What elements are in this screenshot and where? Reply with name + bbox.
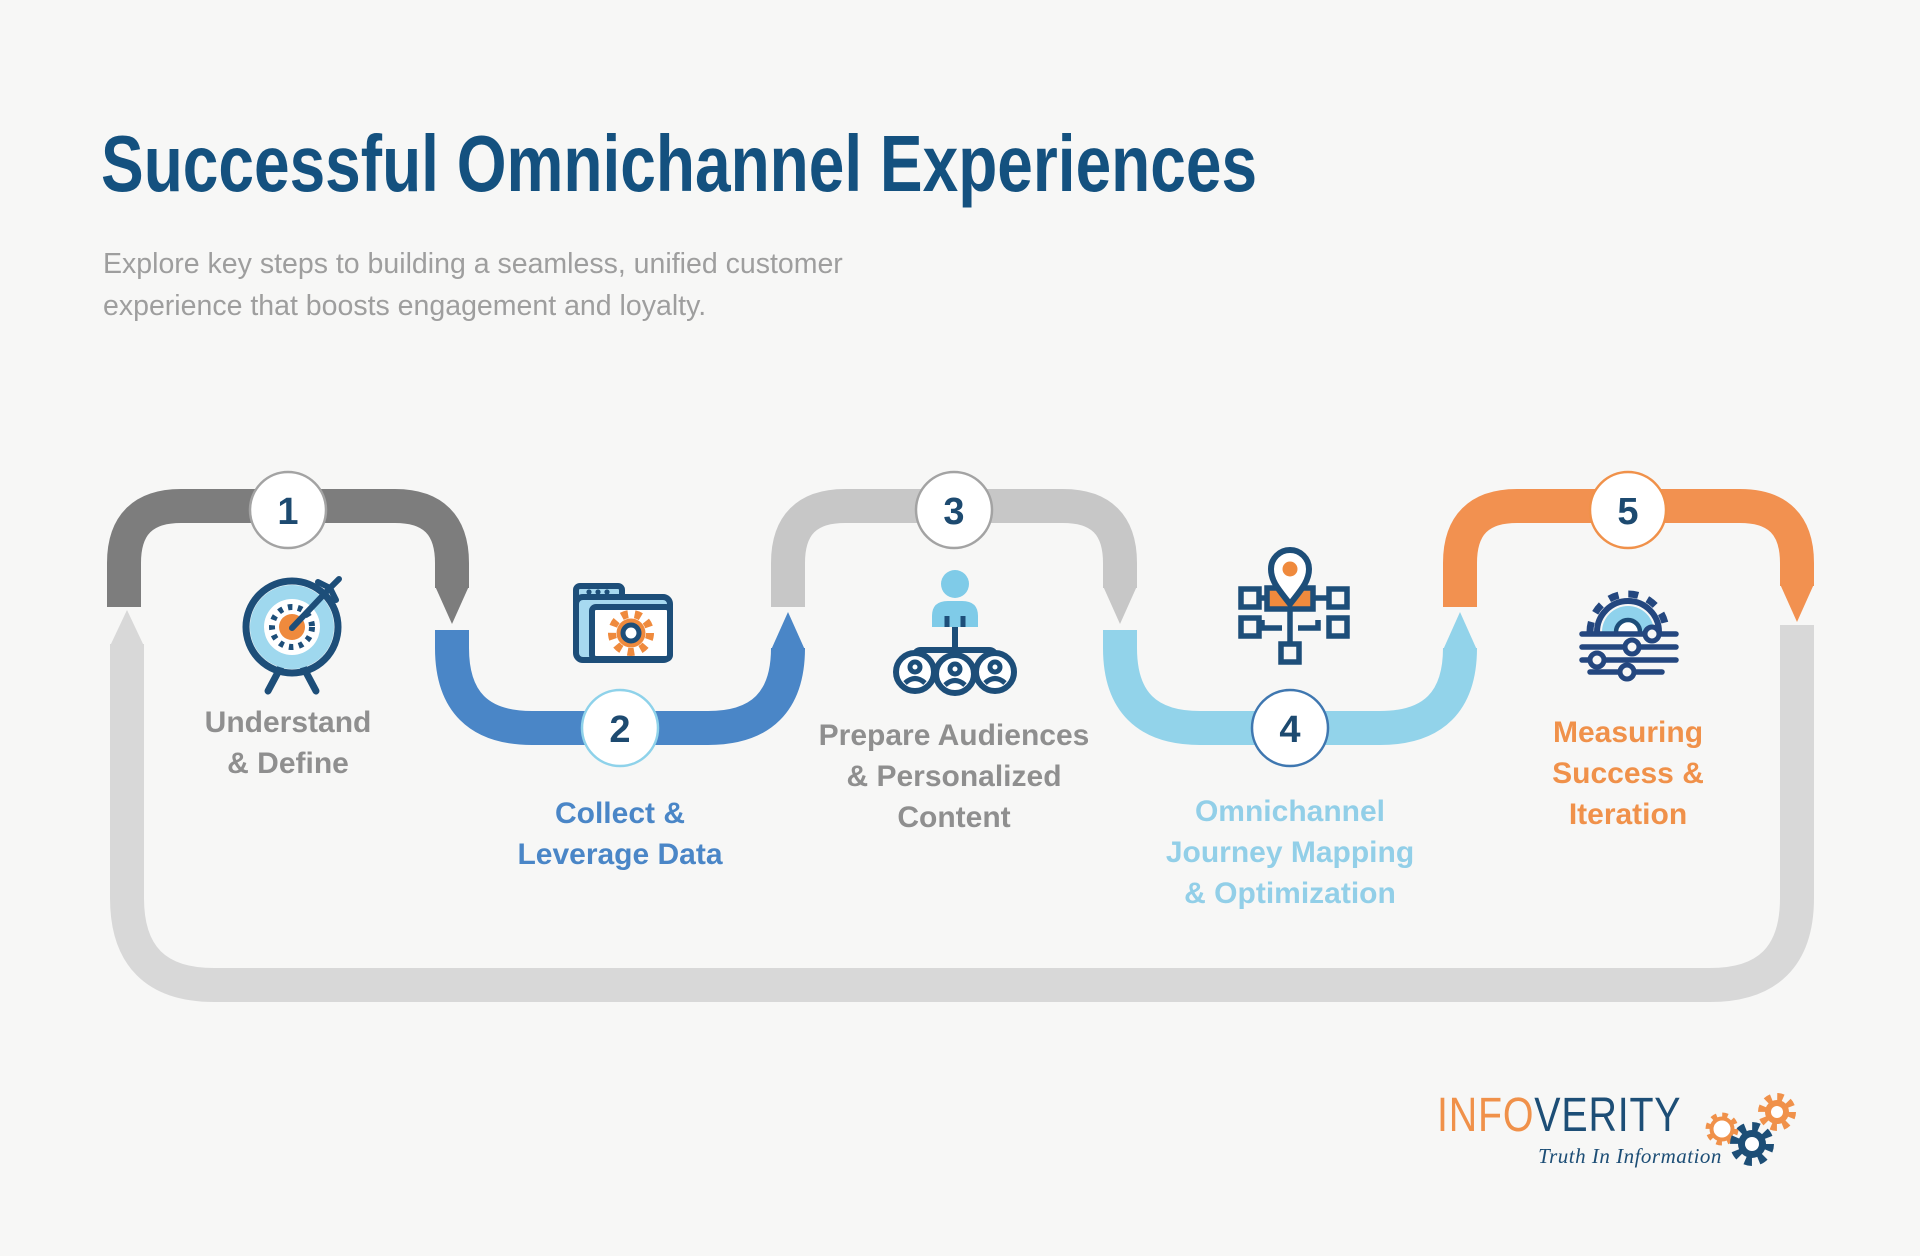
folder-gear-icon — [573, 583, 673, 663]
step5-number-badge: 5 — [1588, 470, 1668, 550]
step3-label-line: & Personalized — [846, 760, 1062, 793]
step3-label: Prepare Audiences & Personalized Content — [754, 715, 1154, 838]
step2-label-line: Collect & — [554, 797, 686, 830]
step4-path — [1103, 612, 1477, 745]
step3-number: 3 — [943, 491, 964, 533]
step5-label-line: Success & — [1552, 757, 1704, 790]
step5-label-line: Measuring — [1552, 716, 1704, 749]
step5-label-line: Iteration — [1568, 798, 1688, 831]
step3-label-line: Content — [897, 801, 1011, 834]
step1-label-line: Understand — [204, 706, 372, 739]
brand-logo: INFOVERITY — [1437, 1092, 1681, 1140]
step1-label-line: & Define — [227, 747, 349, 780]
step4-number-badge: 4 — [1250, 688, 1330, 768]
brand-tagline: Truth In Information — [1538, 1144, 1722, 1168]
page-title: Successful Omnichannel Experiences — [101, 119, 1258, 208]
step5-label: Measuring Success & Iteration — [1428, 712, 1828, 835]
step5-number: 5 — [1617, 491, 1638, 533]
step3-label-line: Prepare Audiences — [818, 719, 1090, 752]
step4-number: 4 — [1279, 709, 1300, 751]
subtitle-line: Explore key steps to building a seamless… — [103, 248, 843, 280]
step5-down-arrow-icon — [1780, 584, 1814, 622]
brand-logo-verity: VERITY — [1534, 1089, 1682, 1142]
journey-sitemap-icon — [1238, 547, 1350, 665]
step4-label-line: & Optimization — [1184, 877, 1396, 910]
step2-up-arrow-icon — [771, 612, 805, 650]
step2-label: Collect & Leverage Data — [420, 793, 820, 875]
brand-logo-info: INFO — [1437, 1089, 1535, 1142]
return-loop-path — [110, 610, 1814, 1002]
step2-number-badge: 2 — [580, 688, 660, 768]
step2-label-line: Leverage Data — [517, 838, 723, 871]
step2-number: 2 — [609, 709, 630, 751]
audience-segments-icon — [893, 570, 1017, 696]
step4-label-line: Omnichannel — [1194, 795, 1386, 828]
page-subtitle: Explore key steps to building a seamless… — [103, 243, 843, 327]
step3-down-arrow-icon — [1103, 586, 1137, 624]
target-bullseye-icon — [242, 576, 342, 695]
step2-path — [435, 612, 805, 745]
step1-number: 1 — [277, 491, 298, 533]
step1-down-arrow-icon — [435, 586, 469, 624]
loop-up-arrow-icon — [110, 610, 144, 646]
subtitle-line: experience that boosts engagement and lo… — [103, 290, 707, 322]
step1-number-badge: 1 — [248, 470, 328, 550]
step3-number-badge: 3 — [914, 470, 994, 550]
step4-label-line: Journey Mapping — [1165, 836, 1415, 869]
gear-sliders-icon — [1579, 590, 1679, 682]
logo-gears-icon — [1705, 1093, 1796, 1166]
step1-label: Understand & Define — [88, 702, 488, 784]
step4-label: Omnichannel Journey Mapping & Optimizati… — [1090, 791, 1490, 914]
step4-up-arrow-icon — [1443, 612, 1477, 650]
